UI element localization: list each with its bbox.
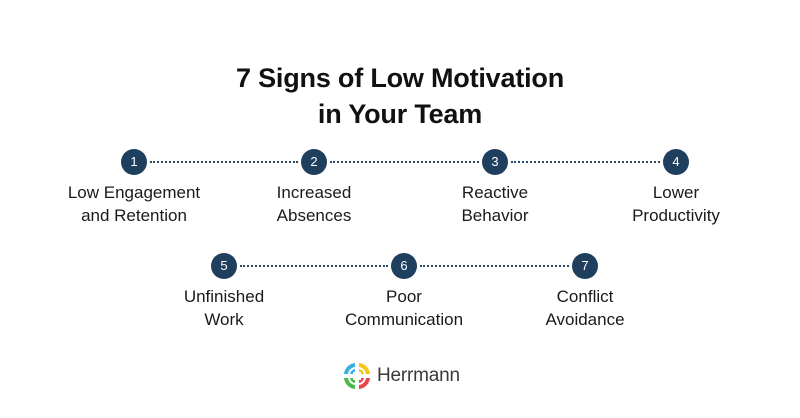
connector-5-6 (240, 265, 388, 267)
sign-label-1-line-1: Low Engagement (67, 183, 201, 202)
step-badge-4: 4 (663, 149, 689, 175)
page-title: 7 Signs of Low Motivation in Your Team (0, 60, 800, 132)
sign-label-3: Reactive Behavior (395, 181, 595, 227)
sign-label-3-line-1: Reactive (461, 183, 529, 202)
title-line-1: 7 Signs of Low Motivation (236, 63, 564, 94)
sign-label-6-line-2: Communication (344, 310, 464, 329)
step-badge-1: 1 (121, 149, 147, 175)
step-badge-2: 2 (301, 149, 327, 175)
logo-text: Herrmann (377, 365, 460, 386)
step-badge-6: 6 (391, 253, 417, 279)
sign-label-4-line-2: Productivity (632, 206, 720, 225)
connector-3-4 (511, 161, 660, 163)
connector-6-7 (420, 265, 569, 267)
connector-1-2 (150, 161, 298, 163)
sign-label-3-line-2: Behavior (461, 206, 529, 225)
sign-label-7-line-1: Conflict (556, 287, 614, 306)
sign-label-5: Unfinished Work (124, 285, 324, 331)
sign-label-5-line-2: Work (204, 310, 244, 329)
herrmann-whole-brain-icon (344, 363, 370, 389)
herrmann-logo: Herrmann (341, 359, 460, 393)
sign-label-7: Conflict Avoidance (485, 285, 685, 331)
sign-label-4-line-1: Lower (652, 183, 700, 202)
sign-label-4: Lower Productivity (576, 181, 776, 227)
sign-label-2-line-1: Increased (276, 183, 352, 202)
sign-label-1-line-2: and Retention (81, 206, 187, 225)
sign-label-7-line-2: Avoidance (545, 310, 625, 329)
sign-label-6: Poor Communication (304, 285, 504, 331)
step-badge-3: 3 (482, 149, 508, 175)
sign-label-1: Low Engagement and Retention (34, 181, 234, 227)
sign-label-2: Increased Absences (214, 181, 414, 227)
connector-2-3 (330, 161, 479, 163)
sign-label-6-line-1: Poor (386, 287, 422, 306)
step-badge-5: 5 (211, 253, 237, 279)
sign-label-2-line-2: Absences (276, 206, 352, 225)
step-badge-7: 7 (572, 253, 598, 279)
title-line-2: in Your Team (317, 99, 483, 130)
sign-label-5-line-1: Unfinished (183, 287, 265, 306)
